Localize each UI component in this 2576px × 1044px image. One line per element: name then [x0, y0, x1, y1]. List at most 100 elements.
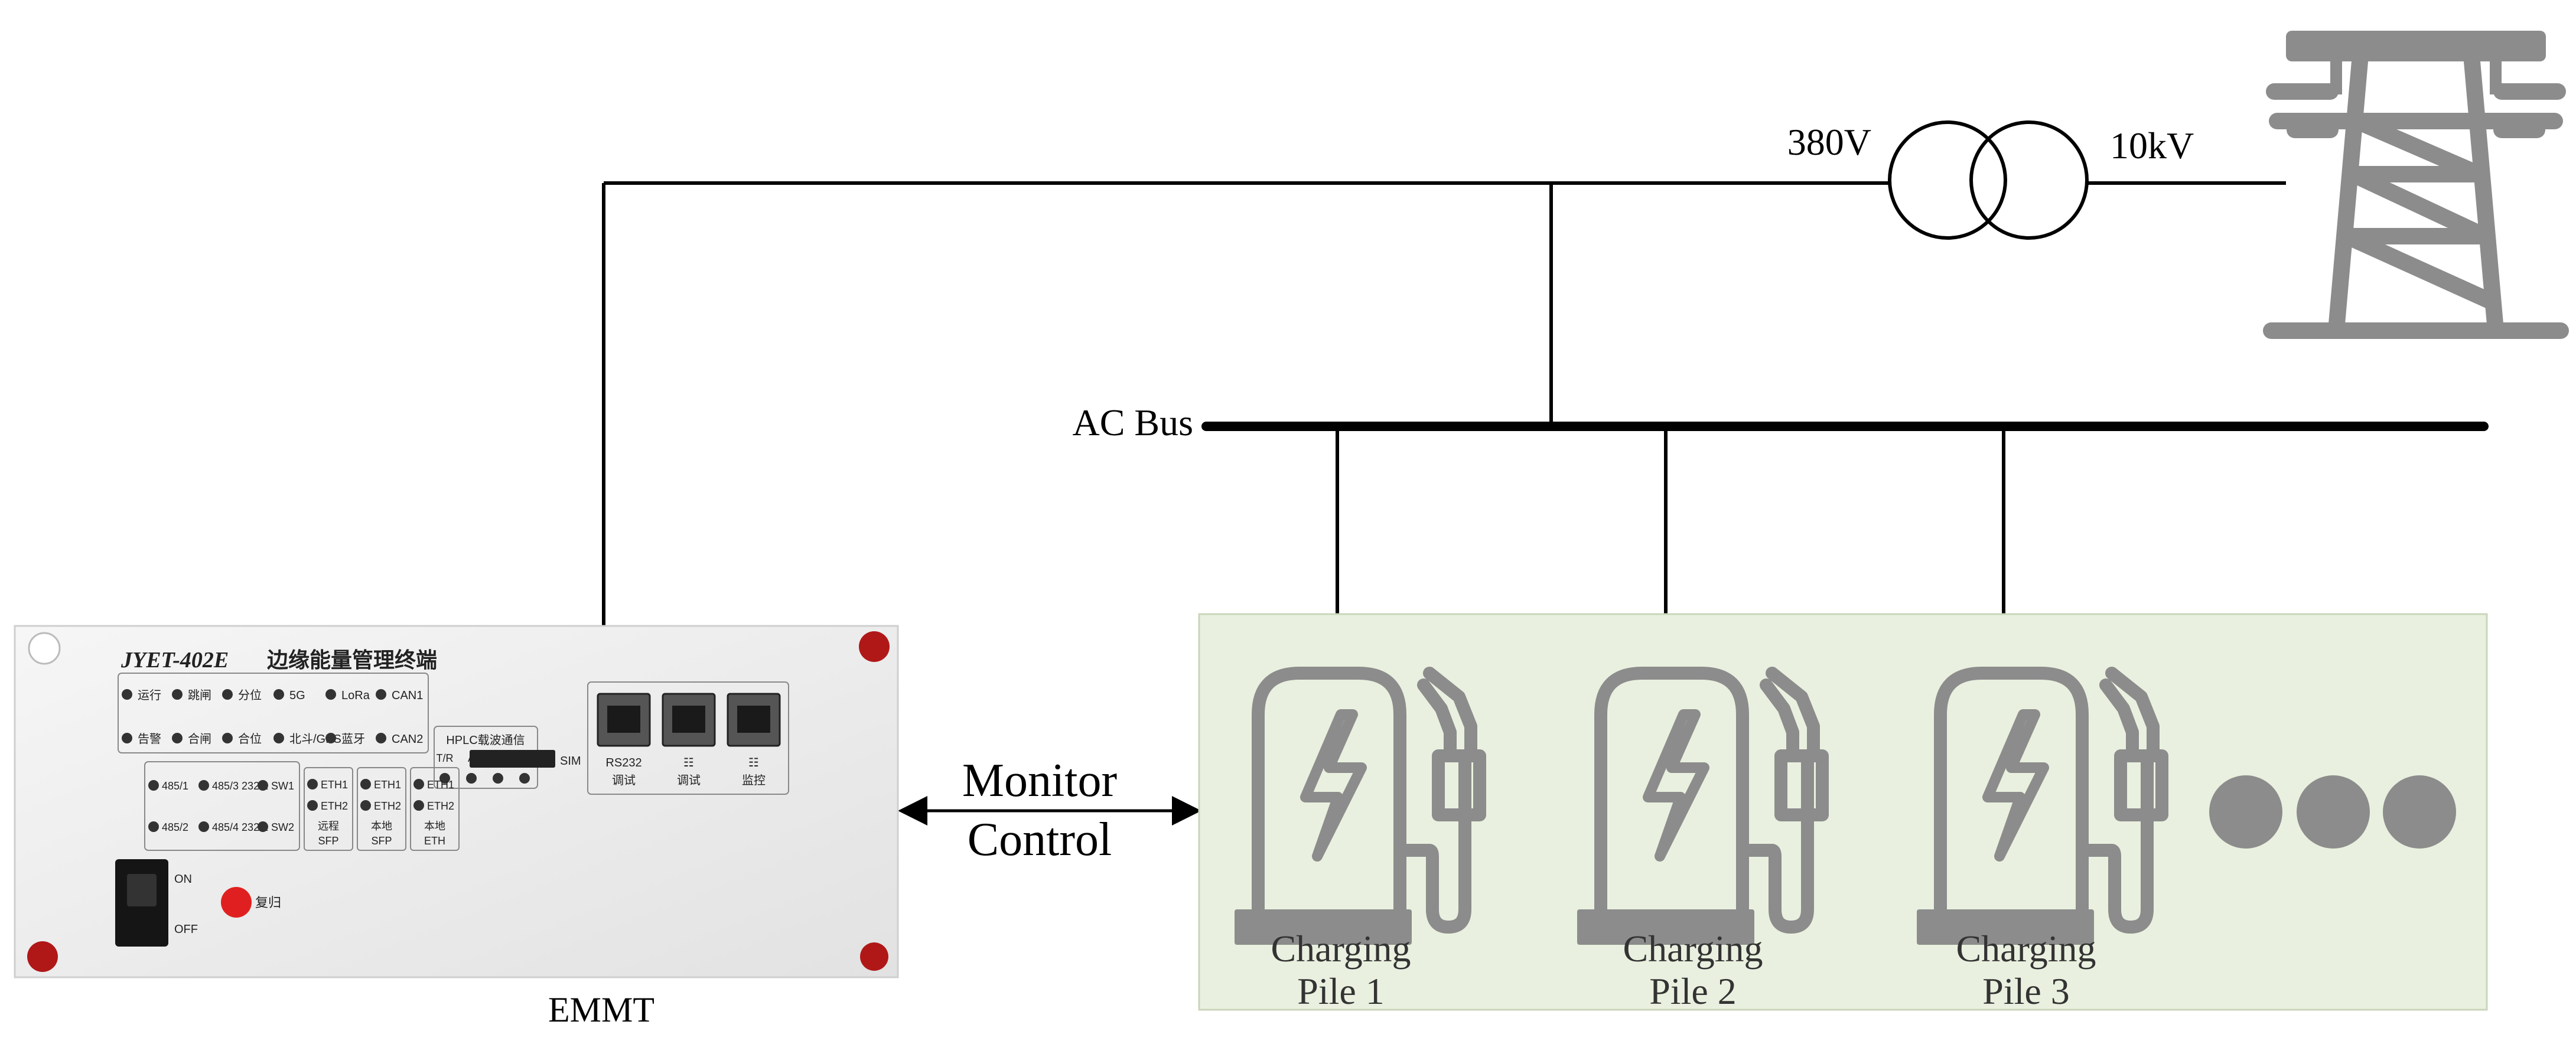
hplc-col-2-indicator [493, 773, 503, 784]
led-row1-3-label: 5G [289, 689, 305, 702]
switch-off-label: OFF [174, 923, 198, 936]
device-model: JYET-402E [121, 648, 229, 673]
reset-label: 复归 [255, 895, 281, 910]
led-row2-1-indicator [172, 733, 183, 743]
led-row1-4-indicator [325, 689, 336, 700]
mount-hole-top-right [859, 631, 890, 662]
serial-1-1-label: 485/4 232/2 [212, 821, 268, 833]
eth-group-0-caption2: SFP [318, 835, 338, 847]
led-row2-1-label: 合闸 [188, 732, 211, 746]
hplc-col-1-indicator [466, 773, 477, 784]
serial-1-0-label: 485/2 [162, 821, 188, 833]
mount-hole-top-left [28, 632, 61, 665]
eth-group-0-port-1-label: ETH2 [321, 800, 348, 812]
pile-2-label-line2: Pile 2 [1649, 970, 1737, 1012]
led-row1-5-indicator [376, 689, 386, 700]
eth-group-2-port-0-label: ETH1 [427, 779, 454, 791]
rj45-port-1-label2: 调试 [677, 774, 701, 787]
pile-3-label-line1: Charging [1956, 928, 2096, 970]
ac-bus-label: AC Bus [1073, 402, 1194, 443]
led-row1-0-indicator [122, 689, 132, 700]
sim-label: SIM [560, 755, 581, 768]
led-row1-2-label: 分位 [238, 689, 262, 702]
led-row1-3-indicator [273, 689, 284, 700]
rj45-port-1-jack [672, 706, 705, 733]
transformer-winding-low [1888, 120, 2007, 240]
serial-1-2-indicator [258, 821, 268, 832]
monitor-label: Monitor [962, 755, 1117, 807]
more-piles-dot-1 [2209, 775, 2282, 849]
led-row1-5-label: CAN1 [392, 689, 423, 702]
low-voltage-label: 380V [1787, 121, 1871, 163]
eth-group-2-port-0-indicator [413, 779, 424, 789]
led-row1-0-label: 运行 [138, 689, 161, 702]
serial-0-2-label: SW1 [271, 780, 294, 792]
switch-on-label: ON [174, 873, 192, 886]
eth-group-0-port-1-indicator [307, 800, 318, 811]
led-row1-1-label: 跳闸 [188, 689, 211, 702]
led-row2-2-indicator [222, 733, 233, 743]
serial-1-1-indicator [198, 821, 209, 832]
eth-group-2 [410, 767, 460, 851]
rj45-port-0-label1: RS232 [605, 756, 641, 769]
transmission-tower-icon [2263, 31, 2569, 339]
led-row2-0-indicator [122, 733, 132, 743]
more-piles-dot-3 [2383, 775, 2456, 849]
network-icon: ☷ [683, 756, 694, 769]
emmt-label: EMMT [548, 990, 654, 1029]
more-piles-dot-2 [2297, 775, 2370, 849]
hplc-col-0-indicator [439, 773, 450, 784]
led-panel [118, 673, 429, 753]
serial-0-1-label: 485/3 232/1 [212, 780, 268, 792]
serial-0-0-label: 485/1 [162, 780, 188, 792]
led-row2-4-label: 蓝牙 [341, 732, 365, 746]
led-row-1: 运行 跳闸 分位 5G LoRa CAN1 [122, 689, 423, 702]
mount-hole-bottom-left [27, 941, 58, 972]
eth-group-1-port-0-indicator [360, 779, 371, 789]
serial-0-0-indicator [148, 780, 159, 791]
eth-group-0-caption1: 远程 [318, 820, 339, 832]
eth-group-1-port-0-label: ETH1 [374, 779, 401, 791]
pile-3-label-line2: Pile 3 [1982, 970, 2070, 1012]
eth-group-2-caption1: 本地 [424, 820, 445, 832]
eth-group-1-port-1-indicator [360, 800, 371, 811]
led-row2-5-indicator [376, 733, 386, 743]
network-icon: ☷ [748, 756, 759, 769]
eth-group-0-port-0-indicator [307, 779, 318, 789]
led-row2-5-label: CAN2 [392, 733, 423, 746]
led-row2-0-label: 告警 [138, 732, 161, 746]
serial-0-2-indicator [258, 780, 268, 791]
led-row2-3-indicator [273, 733, 284, 743]
transformer-winding-high [1969, 120, 2089, 240]
hplc-col-3-indicator [519, 773, 530, 784]
sim-slot[interactable] [470, 750, 555, 768]
hplc-col-0-label: T/R [437, 752, 454, 764]
high-voltage-label: 10kV [2110, 125, 2194, 167]
hplc-title: HPLC载波通信 [446, 733, 525, 747]
rj45-port-2-label2: 监控 [742, 774, 766, 787]
serial-panel [144, 761, 300, 851]
eth-group-2-caption2: ETH [424, 835, 445, 847]
eth-group-2-port-1-indicator [413, 800, 424, 811]
reset-button[interactable] [221, 887, 252, 918]
led-row2-2-label: 合位 [238, 732, 262, 746]
rj45-panel [587, 681, 789, 795]
eth-group-1-port-1-label: ETH2 [374, 800, 401, 812]
mount-hole-bottom-right [860, 942, 888, 971]
pile-1-label-line1: Charging [1271, 928, 1411, 970]
power-wiring [602, 120, 2286, 658]
serial-1-0-indicator [148, 821, 159, 832]
eth-group-1 [357, 767, 406, 851]
led-row1-1-indicator [172, 689, 183, 700]
serial-1-2-label: SW2 [271, 821, 294, 833]
control-label: Control [968, 814, 1112, 866]
eth-group-0 [304, 767, 353, 851]
rj45-port-0-label2: 调试 [612, 774, 636, 787]
led-row1-4-label: LoRa [341, 689, 370, 702]
eth-group-1-caption1: 本地 [371, 820, 392, 832]
rj45-ports: RS232 调试 ☷ 调试 ☷ 监控 [597, 693, 781, 787]
